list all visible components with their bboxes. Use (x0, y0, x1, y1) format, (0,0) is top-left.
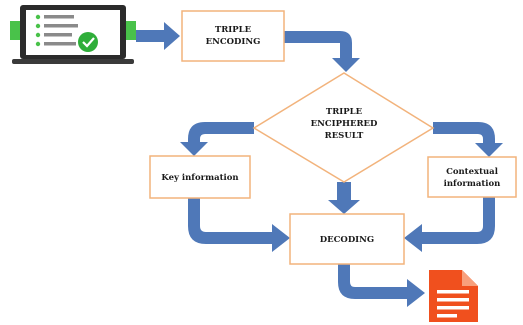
decoding-node: DECODING (289, 213, 405, 265)
arrow-key-to-decoding (188, 197, 290, 252)
arrow-diamond-to-contextual (433, 122, 503, 157)
decoding-label: DECODING (320, 235, 374, 245)
key-information-node: Key information (149, 155, 251, 199)
arrow-encoding-to-diamond (284, 31, 360, 72)
contextual-information-label-line2: information (444, 179, 501, 189)
arrow-contextual-to-decoding (404, 197, 495, 252)
arrow-laptop-to-encoding (136, 22, 180, 50)
document-icon (429, 270, 478, 322)
triple-encoding-label-line1: TRIPLE (215, 25, 252, 35)
key-information-label: Key information (161, 173, 238, 183)
triple-encoding-node: TRIPLE ENCODING (181, 10, 285, 62)
contextual-information-label-line1: Contextual (446, 167, 499, 177)
arrow-diamond-to-key (180, 122, 254, 156)
triple-enciphered-label-line3: RESULT (325, 131, 364, 141)
triple-enciphered-label-line1: TRIPLE (326, 107, 363, 117)
contextual-information-node: Contextual information (427, 156, 517, 198)
laptop-checklist-icon (10, 5, 136, 64)
triple-encoding-label-line2: ENCODING (206, 37, 261, 47)
arrow-diamond-to-decoding (328, 182, 360, 214)
triple-enciphered-result-node: TRIPLE ENCIPHERED RESULT (252, 72, 435, 183)
arrow-decoding-to-document (338, 264, 425, 307)
triple-enciphered-label-line2: ENCIPHERED (311, 119, 378, 129)
